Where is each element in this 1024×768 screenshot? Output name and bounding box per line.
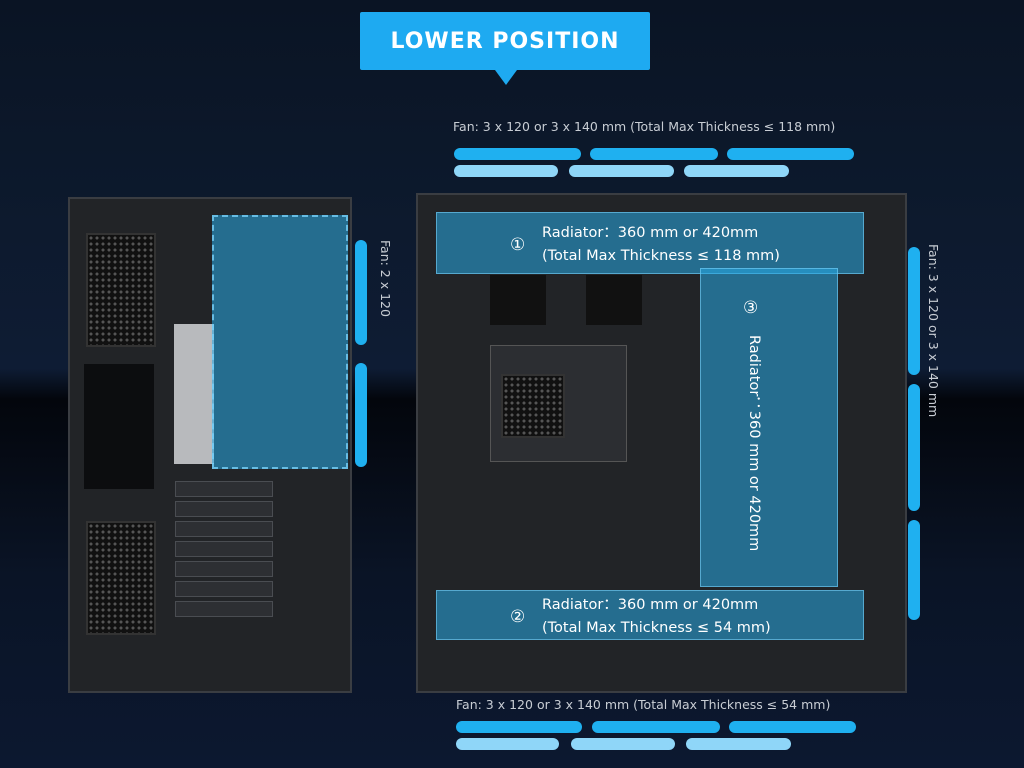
- bottom-fan-label: Fan: 3 x 120 or 3 x 140 mm (Total Max Th…: [456, 697, 831, 712]
- fan-bar: [684, 165, 789, 177]
- fan-mount: [490, 275, 546, 325]
- radiator-1-line2: (Total Max Thickness ≤ 118 mm): [542, 248, 780, 264]
- radiator-2-number: ②: [510, 607, 526, 627]
- fan-bar: [355, 363, 367, 467]
- expansion-slots: [175, 477, 273, 617]
- callout-pointer: [495, 70, 517, 85]
- radiator-3-line1: Radiator：360 mm or 420mm: [746, 335, 762, 552]
- vent-grill: [501, 374, 565, 438]
- right-fan-label: Fan: 3 x 120 or 3 x 140 mm: [926, 244, 941, 418]
- motherboard-tray: [490, 345, 627, 462]
- fan-bar: [456, 738, 559, 750]
- radiator-1-number: ①: [510, 235, 526, 255]
- fan-bar: [908, 520, 920, 620]
- psu-opening: [84, 364, 154, 489]
- radiator-2-line2: (Total Max Thickness ≤ 54 mm): [542, 620, 771, 636]
- fan-bar: [454, 165, 558, 177]
- fan-bar: [590, 148, 718, 160]
- fan-bar: [686, 738, 791, 750]
- fan-bar: [592, 721, 720, 733]
- vent-grill: [86, 521, 156, 635]
- vent-grill: [86, 233, 156, 347]
- top-fan-label: Fan: 3 x 120 or 3 x 140 mm (Total Max Th…: [453, 119, 836, 134]
- fan-bar: [727, 148, 854, 160]
- lower-position-callout: LOWER POSITION: [360, 12, 650, 70]
- radiator-top-overlay: [436, 212, 864, 274]
- radiator-bottom-overlay: [436, 590, 864, 640]
- radiator-1-line1: Radiator：360 mm or 420mm: [542, 225, 759, 241]
- radiator-3-number: ③: [743, 298, 759, 318]
- rear-radiator-overlay: [212, 215, 348, 469]
- left-fan-label: Fan: 2 x 120: [378, 240, 393, 317]
- fan-mount: [586, 275, 642, 325]
- radiator-side-overlay: [700, 268, 838, 587]
- fan-bar: [571, 738, 675, 750]
- fan-bar: [729, 721, 856, 733]
- io-panel: [174, 324, 214, 464]
- fan-bar: [908, 247, 920, 375]
- fan-bar: [908, 384, 920, 511]
- radiator-2-line1: Radiator：360 mm or 420mm: [542, 597, 759, 613]
- fan-bar: [355, 240, 367, 345]
- fan-bar: [569, 165, 674, 177]
- fan-bar: [456, 721, 582, 733]
- fan-bar: [454, 148, 581, 160]
